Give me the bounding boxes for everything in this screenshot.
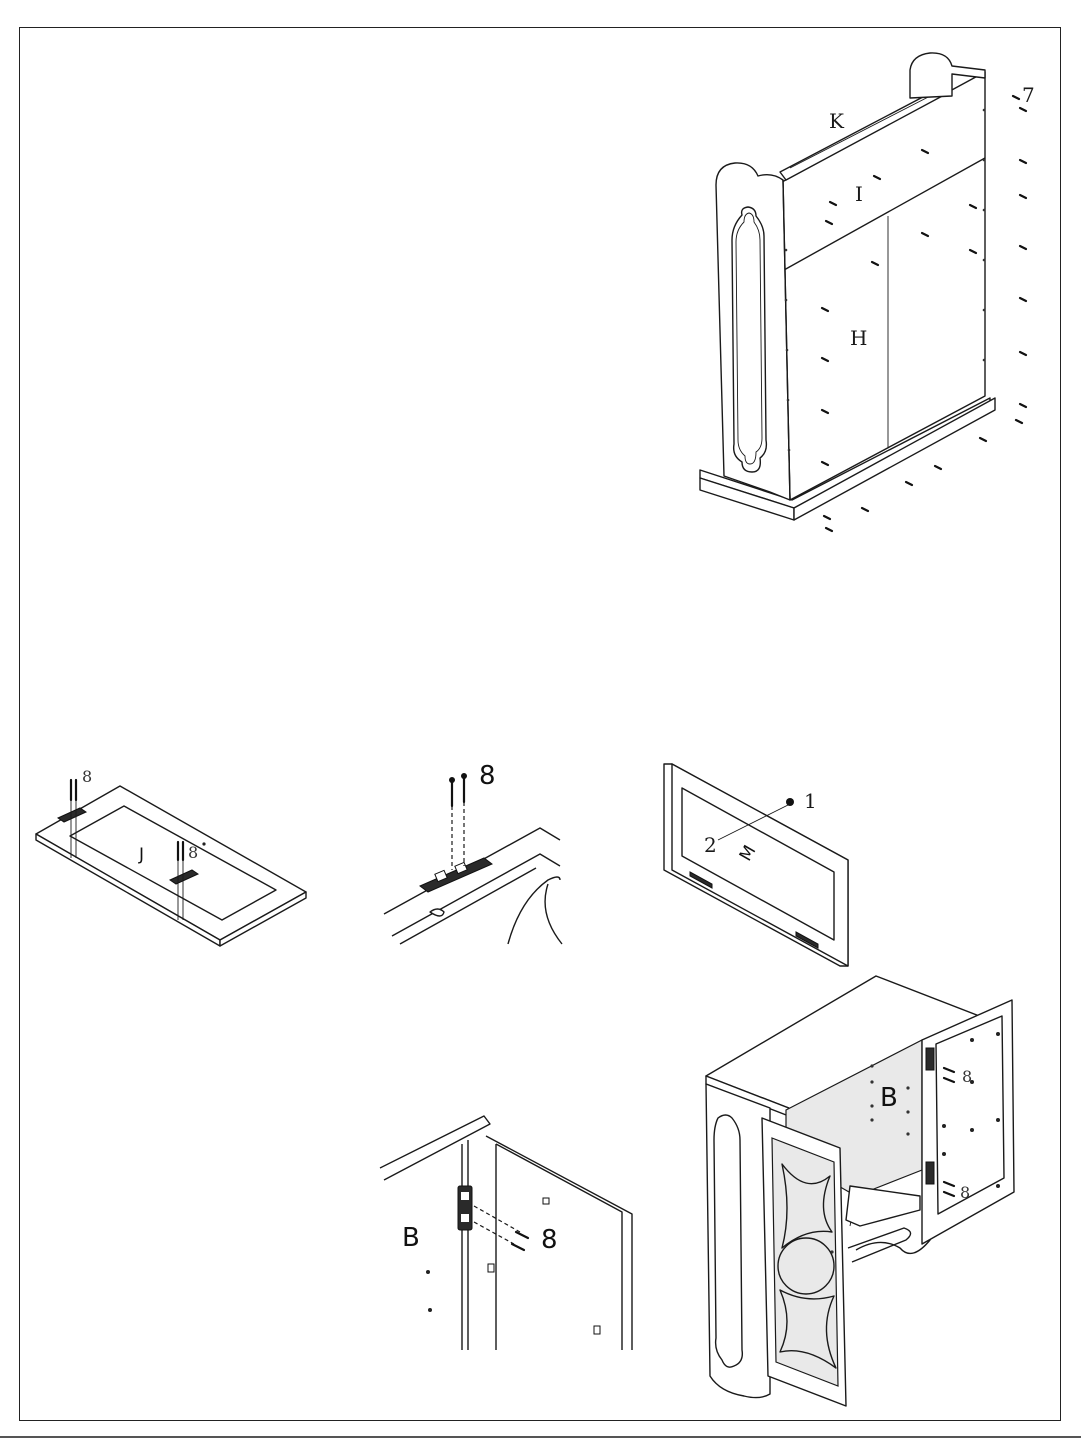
label-screw-8-bottom: 8 <box>960 1183 970 1202</box>
label-screw-8-top: 8 <box>962 1067 972 1086</box>
label-side-b: B <box>880 1083 898 1113</box>
